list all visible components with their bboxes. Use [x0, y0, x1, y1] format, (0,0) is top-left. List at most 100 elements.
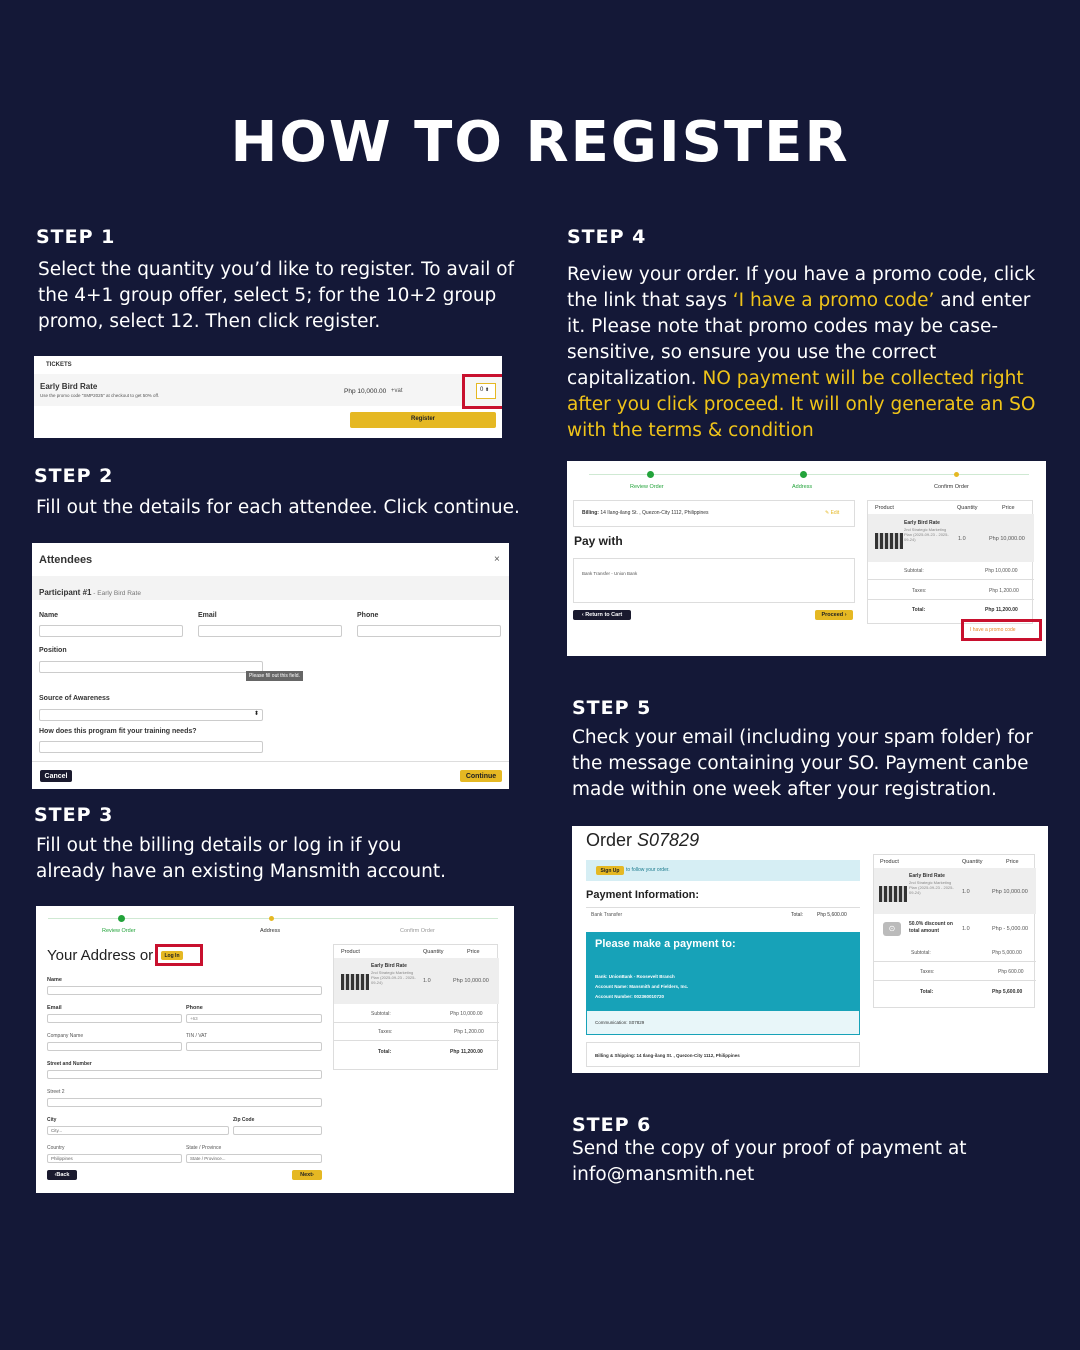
- edit-icon: ✎: [825, 510, 830, 516]
- address-heading: Your Address or: [47, 947, 154, 964]
- promo-code-link[interactable]: I have a promo code: [970, 627, 1016, 633]
- email-field[interactable]: [198, 625, 342, 637]
- signup-text: to follow your order.: [626, 867, 670, 873]
- step-3-text: Fill out the billing details or log in i…: [36, 835, 446, 882]
- phone-label: Phone: [186, 1005, 203, 1011]
- step-5-label: STEP 5: [572, 697, 652, 719]
- zip-field[interactable]: [233, 1126, 322, 1135]
- login-button[interactable]: Log In: [161, 951, 183, 960]
- order-summary: Product Quantity Price Early Bird Rate 2…: [333, 944, 499, 1070]
- name-field[interactable]: [47, 986, 322, 995]
- step-6-label: STEP 6: [572, 1114, 652, 1136]
- payment-info-heading: Payment Information:: [586, 889, 700, 901]
- phone-field[interactable]: +63: [186, 1014, 322, 1023]
- progress-dot: [269, 916, 274, 921]
- tin-label: TIN / VAT: [186, 1033, 208, 1039]
- step-1-label: STEP 1: [36, 226, 116, 248]
- product-thumbnail: [875, 533, 903, 549]
- product-thumbnail: [879, 886, 907, 902]
- order-summary: Product Quantity Price Early Bird Rate 2…: [867, 500, 1034, 624]
- quantity-select[interactable]: 0 ⬍: [476, 383, 496, 399]
- ticket-name: Early Bird Rate: [40, 382, 98, 391]
- bank-name: Bank: UnionBank - Roosevelt Branch: [595, 974, 675, 979]
- chevron-right-icon: ›: [312, 1171, 314, 1178]
- pay-with-heading: Pay with: [574, 534, 623, 548]
- step-2-text: Fill out the details for each attendee. …: [36, 497, 520, 518]
- total-label: Total:: [791, 912, 803, 918]
- review-order-screenshot: Review Order Address Confirm Order Billi…: [567, 461, 1046, 656]
- edit-link[interactable]: ✎ Edit: [825, 510, 840, 516]
- street2-field[interactable]: [47, 1098, 322, 1107]
- step-address: Address: [792, 484, 813, 490]
- account-number: Account Number: 002360010720: [595, 994, 665, 999]
- tickets-screenshot: TICKETS Early Bird Rate Use the promo co…: [34, 356, 502, 438]
- phone-field[interactable]: [357, 625, 501, 637]
- step-5-text: Check your email (including your spam fo…: [572, 727, 1033, 800]
- street-label: Street and Number: [47, 1061, 92, 1067]
- chevron-right-icon: ›: [843, 611, 847, 618]
- state-label: State / Province: [186, 1145, 222, 1151]
- step-4-text: Review your order. If you have a promo c…: [567, 264, 1036, 441]
- position-field[interactable]: [39, 661, 263, 673]
- check-icon: [800, 471, 807, 478]
- step-address: Address: [260, 928, 281, 934]
- total-value: Php 5,600.00: [817, 912, 847, 918]
- validation-tooltip: Please fill out this field.: [246, 671, 303, 681]
- attendees-title: Attendees: [39, 554, 93, 566]
- communication: Communication: S07829: [595, 1020, 645, 1025]
- ticket-price: Php 10,000.00: [344, 388, 387, 395]
- name-label: Name: [39, 612, 59, 619]
- order-summary: Product Quantity Price Early Bird Rate 2…: [873, 854, 1036, 1008]
- country-select[interactable]: Philippines: [47, 1154, 182, 1163]
- pay-to-heading: Please make a payment to:: [595, 938, 736, 950]
- close-icon[interactable]: ×: [494, 554, 500, 565]
- email-field[interactable]: [47, 1014, 182, 1023]
- camera-icon: ⊙: [883, 922, 901, 936]
- contact-email[interactable]: info@mansmith.net: [572, 1164, 755, 1185]
- progress-dot: [954, 472, 959, 477]
- source-label: Source of Awareness: [39, 695, 110, 702]
- proceed-button: Proceed ›: [815, 610, 853, 620]
- email-label: Email: [198, 612, 217, 619]
- city-select[interactable]: City...: [47, 1126, 229, 1135]
- fit-field[interactable]: [39, 741, 263, 753]
- address-screenshot: Review Order Address Confirm Order Your …: [36, 906, 514, 1193]
- step-6-text: Send the copy of your proof of payment a…: [572, 1136, 1052, 1188]
- participant-label: Participant #1 - Early Bird Rate: [39, 588, 141, 597]
- check-icon: [118, 915, 125, 922]
- company-field[interactable]: [47, 1042, 182, 1051]
- source-select[interactable]: ⬍: [39, 709, 263, 721]
- page-title: HOW TO REGISTER: [230, 110, 850, 175]
- step-review-order: Review Order: [102, 928, 136, 934]
- state-select[interactable]: State / Province...: [186, 1154, 322, 1163]
- attendees-screenshot: Attendees × Participant #1 - Early Bird …: [32, 543, 509, 789]
- fit-label: How does this program fit your training …: [39, 728, 197, 735]
- ticket-note: Use the promo code "SMP2025" at checkout…: [40, 393, 160, 398]
- payment-method[interactable]: Bank Transfer - Union Bank: [582, 571, 638, 576]
- zip-label: Zip Code: [233, 1117, 255, 1123]
- cancel-button[interactable]: Cancel: [40, 770, 72, 782]
- payment-method: Bank Transfer: [591, 912, 623, 918]
- billing-info: Billing: 14 Ilang-ilang St. , Quezon-Cit…: [582, 510, 709, 516]
- step-4-label: STEP 4: [567, 226, 647, 248]
- return-to-cart-button: ‹ Return to Cart: [573, 610, 631, 620]
- street-field[interactable]: [47, 1070, 322, 1079]
- register-button[interactable]: Register: [350, 412, 496, 428]
- quantity-highlight-box: [462, 374, 502, 409]
- tin-field[interactable]: [186, 1042, 322, 1051]
- name-label: Name: [47, 977, 62, 983]
- sales-order-screenshot: Order S07829 Sign Up to follow your orde…: [572, 826, 1048, 1073]
- back-button: ‹Back: [47, 1170, 77, 1180]
- login-highlight-box: [155, 944, 203, 966]
- city-label: City: [47, 1117, 57, 1123]
- name-field[interactable]: [39, 625, 183, 637]
- billing-shipping: Billing & Shipping: 14 Ilang-ilang St. ,…: [595, 1053, 740, 1058]
- country-label: Country: [47, 1145, 65, 1151]
- account-name: Account Name: Mansmith and Fielders, Inc…: [595, 984, 689, 989]
- order-title: Order S07829: [586, 830, 700, 850]
- phone-label: Phone: [357, 612, 379, 619]
- step-confirm-order: Confirm Order: [934, 484, 969, 490]
- promo-highlight-box: [961, 619, 1042, 641]
- continue-button[interactable]: Continue: [460, 770, 502, 782]
- signup-button[interactable]: Sign Up: [596, 866, 624, 875]
